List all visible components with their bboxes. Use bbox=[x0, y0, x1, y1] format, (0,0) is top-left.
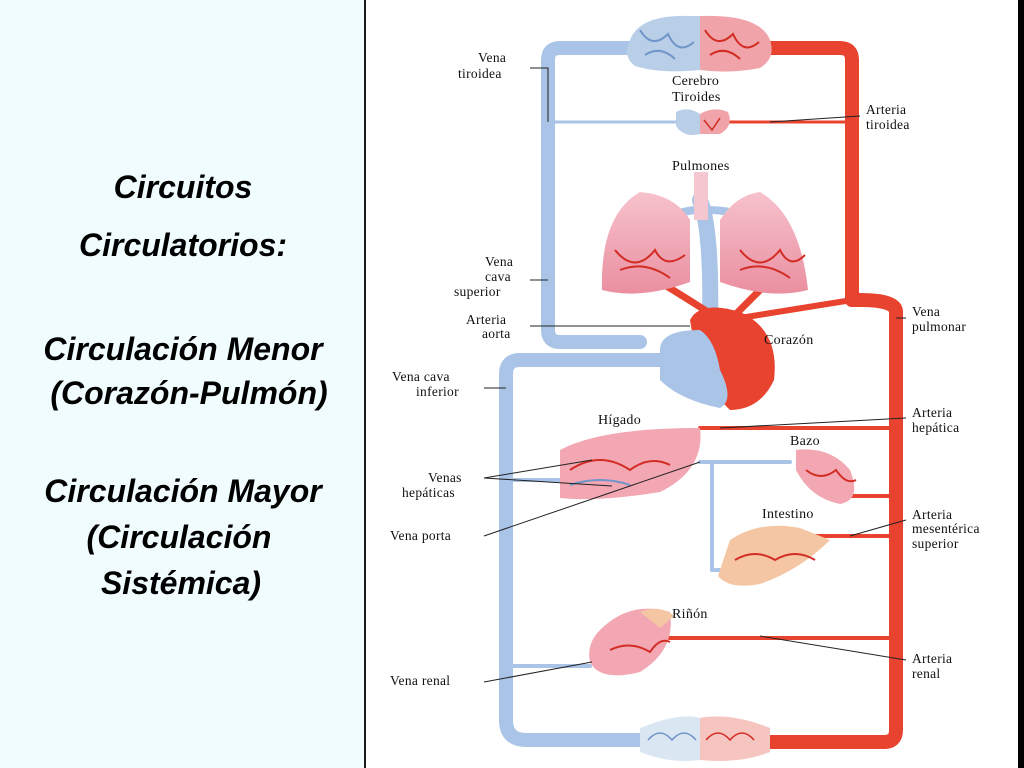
label-arteria-renal-1: Arteria bbox=[912, 651, 952, 666]
label-cerebro: Cerebro bbox=[672, 74, 719, 89]
capillary-bed bbox=[640, 716, 770, 761]
label-vena-cava-inf-1: Vena cava bbox=[392, 369, 450, 384]
label-corazon: Corazón bbox=[764, 333, 814, 348]
kidney bbox=[589, 608, 674, 676]
label-rinon: Riñón bbox=[672, 607, 708, 622]
slide-edge bbox=[1018, 0, 1024, 768]
label-arteria-aorta-1: Arteria bbox=[466, 312, 506, 327]
thyroid bbox=[676, 109, 730, 135]
label-arteria-tiroidea-2: tiroidea bbox=[866, 117, 910, 132]
heart bbox=[660, 307, 775, 410]
label-arteria-renal-2: renal bbox=[912, 666, 940, 681]
title-line-1: Circuitos bbox=[113, 169, 253, 205]
label-vena-cava-sup-2: cava bbox=[485, 269, 511, 284]
text-panel: Circuitos Circulatorios: Circulación Men… bbox=[0, 0, 366, 768]
label-tiroides: Tiroides bbox=[672, 90, 721, 105]
mayor-line-3: Sistémica) bbox=[100, 565, 262, 601]
label-pulmones: Pulmones bbox=[672, 159, 730, 174]
menor-line-1: Circulación Menor bbox=[43, 331, 323, 367]
brain bbox=[626, 15, 772, 72]
menor-line-2: (Corazón-Pulmón) bbox=[50, 375, 328, 411]
label-bazo: Bazo bbox=[790, 434, 820, 449]
arteries bbox=[636, 41, 903, 749]
label-arteria-hepatica-1: Arteria bbox=[912, 405, 952, 420]
label-arteria-aorta-2: aorta bbox=[482, 326, 510, 341]
label-arteria-mesenterica-3: superior bbox=[912, 536, 959, 551]
lungs bbox=[601, 172, 808, 294]
label-vena-cava-sup-3: superior bbox=[454, 284, 501, 299]
label-vena-tiroidea-1: Vena bbox=[478, 50, 506, 65]
label-vena-tiroidea-2: tiroidea bbox=[458, 66, 502, 81]
label-venas-hepaticas-2: hepáticas bbox=[402, 485, 455, 500]
label-arteria-mesenterica-2: mesentérica bbox=[912, 521, 980, 536]
label-vena-porta: Vena porta bbox=[390, 528, 451, 543]
label-higado: Hígado bbox=[598, 413, 641, 428]
liver bbox=[560, 428, 701, 500]
mayor-line-1: Circulación Mayor bbox=[44, 473, 322, 509]
label-intestino: Intestino bbox=[762, 507, 814, 522]
label-venas-hepaticas-1: Venas bbox=[428, 470, 462, 485]
spleen bbox=[796, 449, 857, 504]
intestine bbox=[718, 525, 830, 586]
label-vena-cava-inf-2: inferior bbox=[416, 384, 459, 399]
label-vena-cava-sup-1: Vena bbox=[485, 254, 513, 269]
label-arteria-hepatica-2: hepática bbox=[912, 420, 959, 435]
circulatory-diagram: Cerebro Tiroides Pulmones Corazón Hígado… bbox=[390, 15, 980, 761]
label-arteria-mesenterica-1: Arteria bbox=[912, 507, 952, 522]
title-line-2: Circulatorios: bbox=[78, 227, 288, 263]
label-vena-pulmonar-2: pulmonar bbox=[912, 319, 966, 334]
label-vena-pulmonar-1: Vena bbox=[912, 304, 940, 319]
mayor-line-2: (Circulación bbox=[86, 519, 272, 555]
label-arteria-tiroidea-1: Arteria bbox=[866, 102, 906, 117]
label-vena-renal: Vena renal bbox=[390, 673, 450, 688]
